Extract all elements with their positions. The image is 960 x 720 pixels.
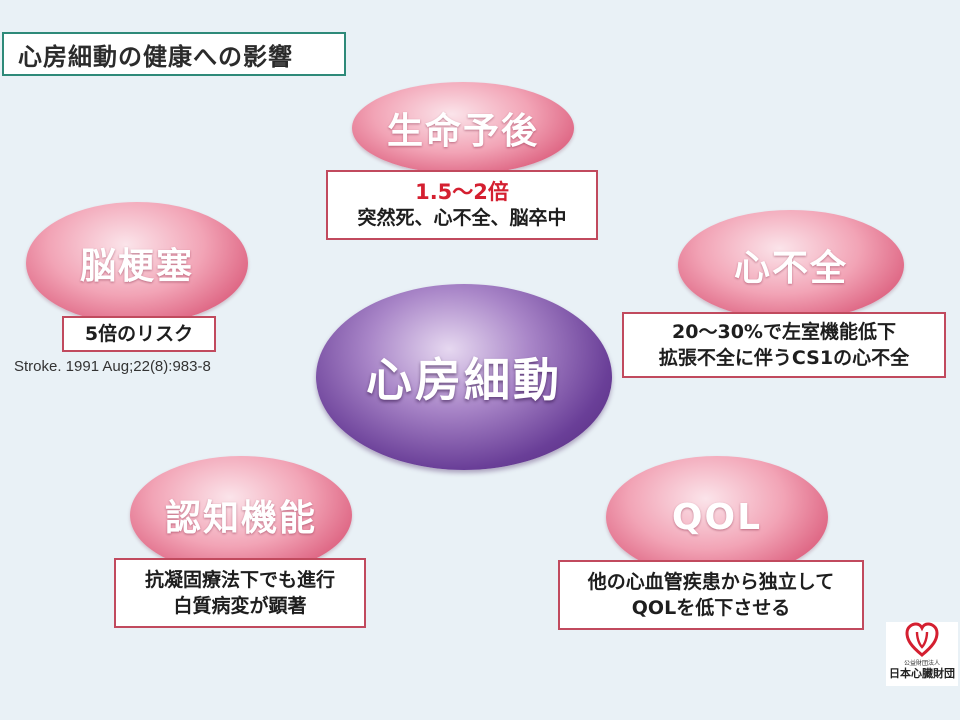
qol-line2: QOLを低下させる bbox=[631, 597, 791, 619]
stroke-line1: 5倍のリスク bbox=[84, 323, 194, 345]
box-prognosis: 1.5～2倍 突然死、心不全、脳卒中 bbox=[326, 170, 598, 240]
prognosis-highlight: 1.5～2倍 bbox=[415, 180, 509, 204]
page-title: 心房細動の健康への影響 bbox=[2, 32, 346, 76]
oval-prognosis: 生命予後 bbox=[352, 82, 574, 174]
logo-name: 日本心臓財団 bbox=[889, 667, 955, 680]
oval-qol: QOL bbox=[606, 456, 828, 578]
cognitive-line2: 白質病変が顕著 bbox=[173, 595, 307, 617]
prognosis-line1: 突然死、心不全、脳卒中 bbox=[357, 207, 567, 229]
oval-stroke: 脳梗塞 bbox=[26, 202, 248, 324]
qol-line1: 他の心血管疾患から独立して bbox=[587, 571, 835, 593]
logo-small-text: 公益財団法人 bbox=[903, 660, 940, 667]
center-label: 心房細動 bbox=[366, 353, 562, 407]
stroke-citation: Stroke. 1991 Aug;22(8):983-8 bbox=[14, 358, 211, 375]
heart-logo-icon bbox=[905, 622, 939, 657]
oval-cognitive: 認知機能 bbox=[130, 456, 352, 574]
foundation-logo: 公益財団法人 日本心臓財団 bbox=[886, 622, 958, 686]
oval-qol-label: QOL bbox=[671, 496, 763, 538]
oval-cognitive-label: 認知機能 bbox=[164, 498, 317, 539]
box-heart-failure: 20～30%で左室機能低下 拡張不全に伴うCS1の心不全 bbox=[622, 312, 946, 378]
center-atrial-fibrillation: 心房細動 bbox=[316, 284, 612, 470]
cognitive-line1: 抗凝固療法下でも進行 bbox=[144, 569, 335, 591]
heart-failure-line2: 拡張不全に伴うCS1の心不全 bbox=[658, 347, 910, 369]
oval-stroke-label: 脳梗塞 bbox=[79, 246, 194, 287]
oval-heart-failure: 心不全 bbox=[678, 210, 904, 320]
heart-failure-line1: 20～30%で左室機能低下 bbox=[672, 321, 896, 343]
oval-heart-failure-label: 心不全 bbox=[733, 248, 848, 289]
oval-prognosis-label: 生命予後 bbox=[386, 111, 539, 152]
box-qol: 他の心血管疾患から独立して QOLを低下させる bbox=[558, 560, 864, 630]
box-cognitive: 抗凝固療法下でも進行 白質病変が顕著 bbox=[114, 558, 366, 628]
box-stroke: 5倍のリスク bbox=[62, 316, 216, 352]
